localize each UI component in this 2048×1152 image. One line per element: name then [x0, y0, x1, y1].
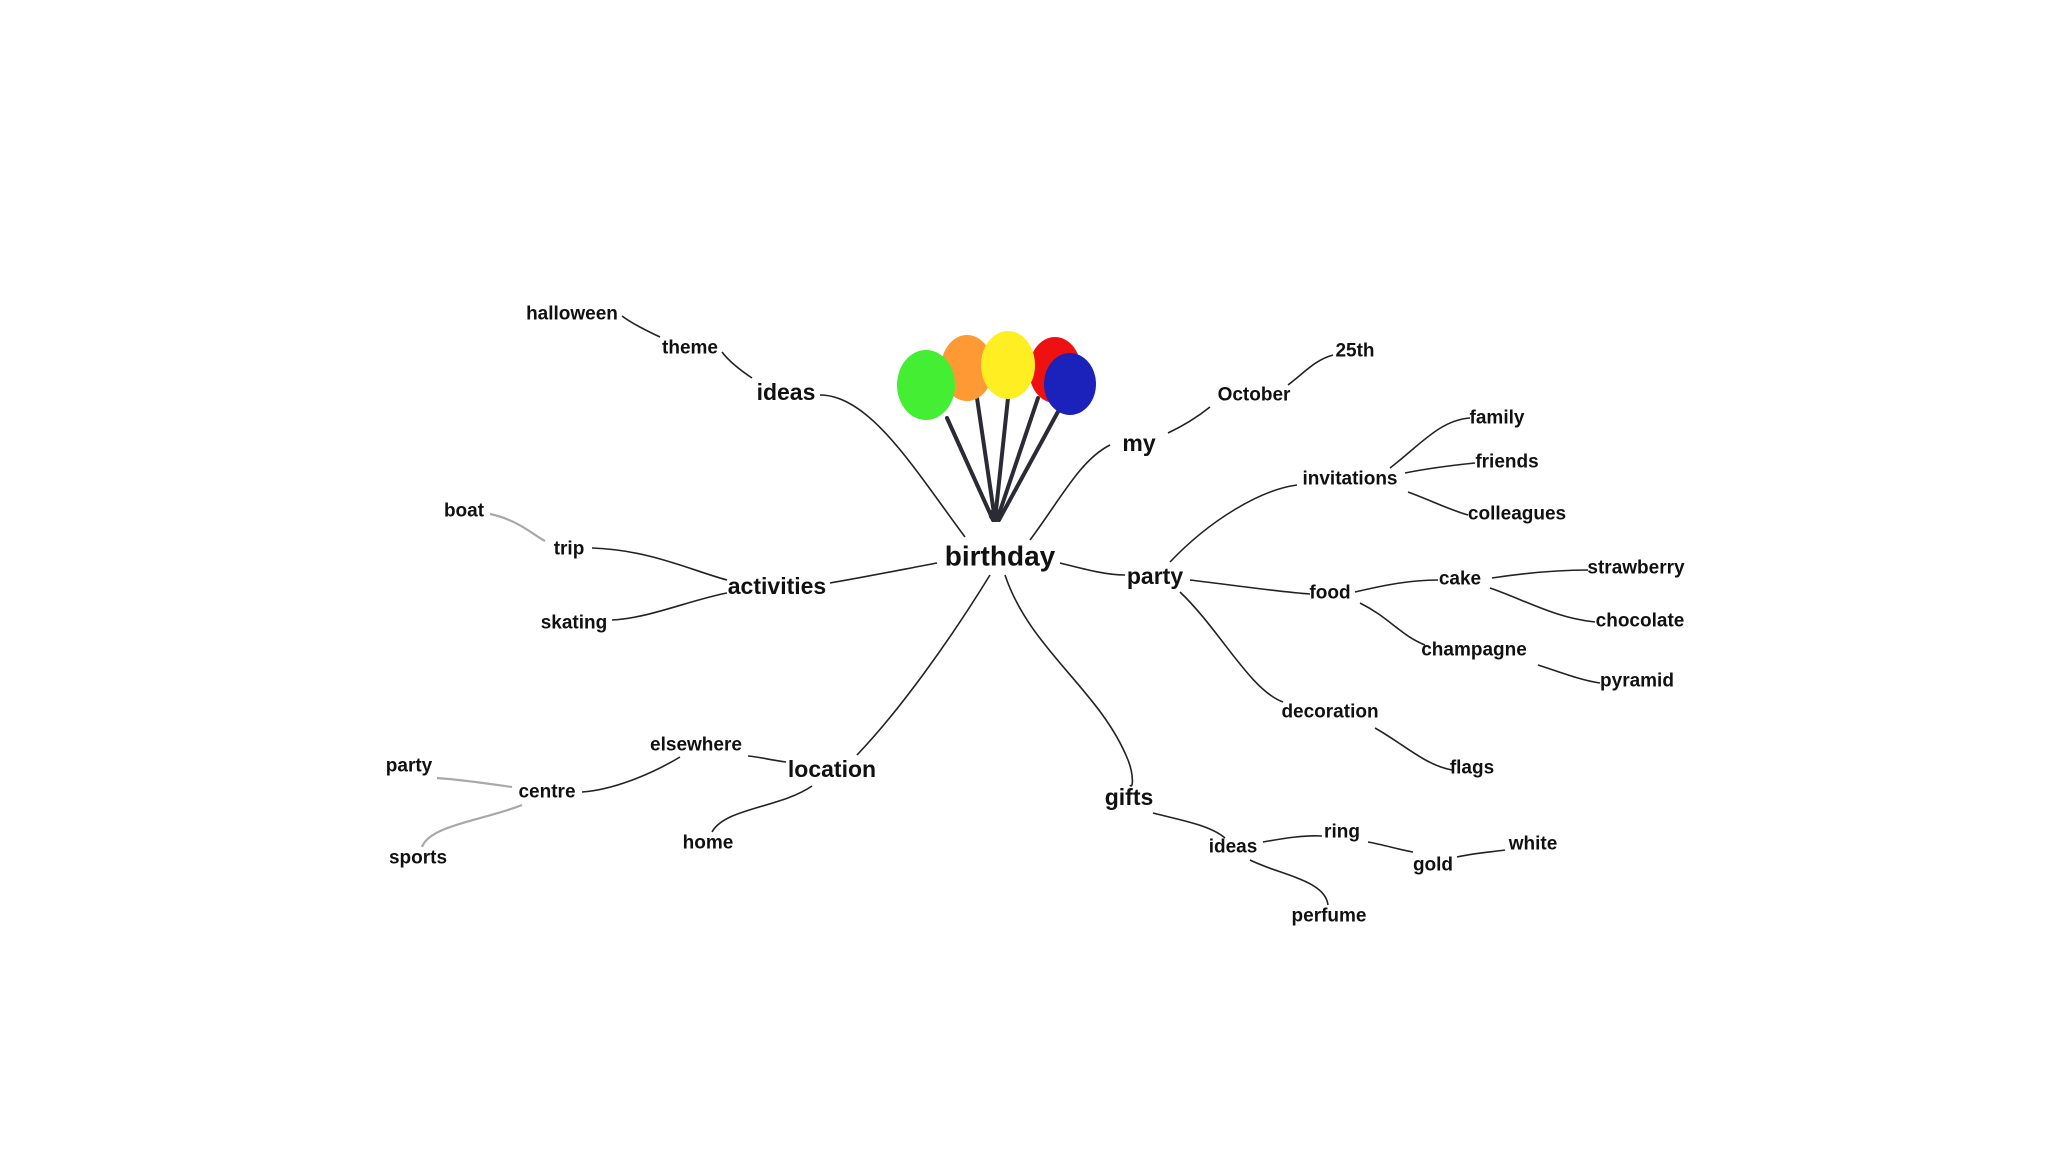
node-trip[interactable]: trip [554, 539, 585, 560]
link-birthday-activities [830, 563, 937, 583]
link-centre-sports [422, 805, 522, 847]
link-invitations-colleagues [1408, 492, 1468, 515]
node-ideas[interactable]: ideas [757, 379, 816, 405]
node-my[interactable]: my [1122, 430, 1155, 456]
node-friends[interactable]: friends [1475, 452, 1538, 473]
balloons-icon [897, 331, 1096, 520]
node-theme[interactable]: theme [662, 338, 718, 359]
link-invitations-friends [1405, 463, 1475, 473]
node-gold[interactable]: gold [1413, 855, 1453, 876]
node-strawberry[interactable]: strawberry [1587, 558, 1685, 579]
node-boat[interactable]: boat [444, 501, 485, 522]
node-elsewhere[interactable]: elsewhere [650, 735, 742, 756]
link-location-home [712, 786, 812, 832]
link-cake-chocolate [1490, 588, 1595, 622]
node-location[interactable]: location [788, 756, 876, 782]
link-giftideas-ring [1263, 836, 1322, 842]
node-25th[interactable]: 25th [1335, 341, 1374, 362]
link-food-cake [1355, 580, 1438, 592]
link-ring-gold [1368, 842, 1413, 852]
balloon-strings [947, 398, 1060, 520]
link-my-october [1168, 407, 1210, 433]
link-party-decoration [1180, 592, 1283, 702]
node-cake[interactable]: cake [1439, 569, 1481, 590]
link-gifts-ideas [1153, 813, 1225, 838]
link-october-25th [1288, 355, 1333, 385]
node-food[interactable]: food [1309, 583, 1350, 604]
link-invitations-family [1390, 418, 1470, 468]
node-white[interactable]: white [1508, 834, 1558, 855]
node-family[interactable]: family [1470, 408, 1525, 429]
link-location-elsewhere [748, 756, 786, 762]
link-birthday-location [857, 575, 990, 755]
link-decoration-flags [1375, 728, 1452, 770]
link-champagne-pyramid [1538, 665, 1600, 683]
link-giftideas-perfume [1250, 860, 1328, 905]
node-perfume[interactable]: perfume [1292, 906, 1367, 927]
link-trip-boat [490, 514, 545, 541]
link-cake-strawberry [1492, 570, 1588, 578]
link-activities-trip [592, 548, 727, 580]
node-birthday[interactable]: birthday [945, 541, 1056, 572]
node-skating[interactable]: skating [541, 613, 608, 634]
link-theme-halloween [622, 316, 660, 337]
node-pyramid[interactable]: pyramid [1600, 671, 1674, 692]
node-party[interactable]: party [1127, 563, 1183, 589]
node-decoration[interactable]: decoration [1281, 702, 1378, 723]
node-centre[interactable]: centre [518, 782, 575, 803]
nodes: birthday ideas theme halloween activitie… [386, 304, 1685, 927]
node-flags[interactable]: flags [1450, 758, 1494, 779]
link-food-champagne [1360, 603, 1425, 645]
balloon-green [897, 350, 955, 420]
node-ring[interactable]: ring [1324, 822, 1360, 843]
node-invitations[interactable]: invitations [1302, 469, 1397, 490]
node-champagne[interactable]: champagne [1421, 640, 1527, 661]
link-birthday-party [1060, 563, 1125, 575]
link-birthday-gifts [1005, 575, 1132, 786]
link-birthday-my [1030, 445, 1110, 540]
link-activities-skating [612, 593, 727, 620]
link-elsewhere-centre [582, 757, 680, 792]
node-sports[interactable]: sports [389, 848, 447, 869]
links [422, 316, 1600, 905]
link-party-invitations [1170, 485, 1297, 562]
node-october[interactable]: October [1218, 385, 1291, 406]
balloon-blue [1044, 353, 1096, 415]
node-halloween[interactable]: halloween [526, 304, 618, 325]
node-chocolate[interactable]: chocolate [1596, 611, 1685, 632]
node-gift-ideas[interactable]: ideas [1209, 837, 1258, 858]
node-party-centre[interactable]: party [386, 756, 433, 777]
link-birthday-ideas [820, 395, 965, 537]
link-party-food [1190, 580, 1310, 594]
link-centre-party [437, 778, 512, 787]
node-home[interactable]: home [683, 833, 734, 854]
node-gifts[interactable]: gifts [1105, 784, 1154, 810]
balloon-yellow [981, 331, 1035, 399]
link-gold-white [1457, 850, 1505, 857]
node-colleagues[interactable]: colleagues [1468, 504, 1566, 525]
node-activities[interactable]: activities [728, 573, 826, 599]
link-ideas-theme [722, 352, 752, 378]
